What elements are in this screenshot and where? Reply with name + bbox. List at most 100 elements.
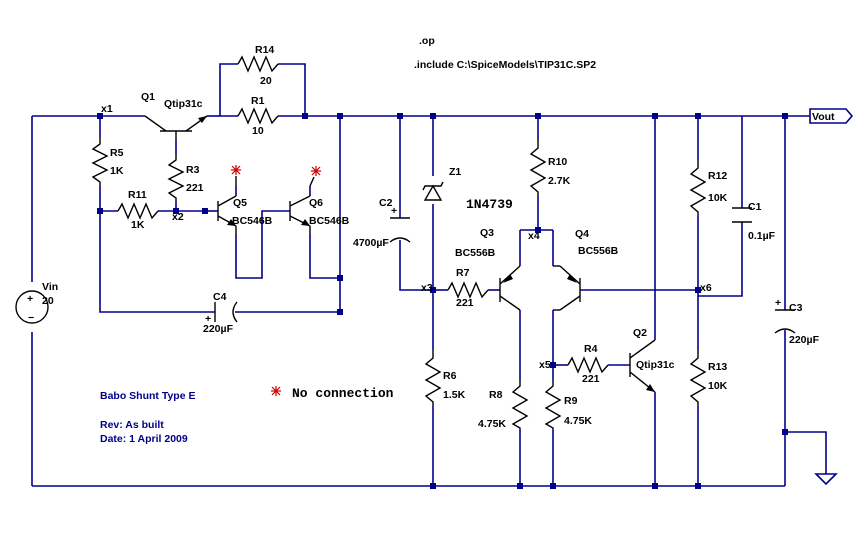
labels: .op .include C:\SpiceModels\TIP31C.SP2 V… [42,35,835,445]
no-connection-legend: No connection [292,386,394,401]
r4-value: 221 [582,373,600,385]
r7-value: 221 [456,297,474,309]
transistor-symbols [144,115,656,393]
capacitor-c2[interactable]: + [389,205,411,243]
junction-x5 [550,362,556,368]
r10-value: 2.7K [548,175,571,187]
resistor-r4[interactable] [567,356,609,374]
capacitor-c4[interactable]: + [205,301,238,325]
c3-name: C3 [789,302,803,314]
q1-name: Q1 [141,91,155,103]
transistor-q1[interactable] [144,115,220,141]
vin-name: Vin [42,281,58,293]
q5-model: BC546B [232,215,273,227]
resistor-r14[interactable] [237,55,279,73]
q6-name: Q6 [309,197,323,209]
node-x2: x2 [172,211,184,223]
zener-diode-z1[interactable] [422,181,444,201]
junction [397,113,403,119]
q2-model: Qtip31c [636,359,675,371]
z1-name: Z1 [449,166,461,178]
q1-model: Qtip31c [164,98,203,110]
note-rev: Rev: As built [100,419,164,431]
node-x6: x6 [700,282,712,294]
r6-name: R6 [443,370,457,382]
r9-name: R9 [564,395,578,407]
r8-name: R8 [489,389,503,401]
resistor-r9[interactable] [544,380,562,430]
svg-text:−: − [28,312,34,324]
junction-dots [97,113,788,489]
resistor-r3[interactable] [167,154,185,202]
junction [782,429,788,435]
capacitor-c3[interactable]: + [774,297,796,334]
resistor-r7[interactable] [447,281,489,299]
capacitor-c1[interactable] [732,207,752,223]
junction [535,113,541,119]
r1-value: 10 [252,125,264,137]
svg-text:+: + [391,205,397,217]
r14-value: 20 [260,75,272,87]
resistor-r1[interactable] [237,107,279,125]
resistor-r5[interactable] [91,138,109,186]
r6-value: 1.5K [443,389,466,401]
r14-name: R14 [255,44,274,56]
q5-name: Q5 [233,197,247,209]
junction [652,113,658,119]
q3-name: Q3 [480,227,494,239]
resistor-r13[interactable] [689,350,707,406]
r8-value: 4.75K [478,418,506,430]
r4-name: R4 [584,343,598,355]
c4-name: C4 [213,291,227,303]
node-x5: x5 [539,359,551,371]
r12-value: 10K [708,192,728,204]
junction-x2 [202,208,208,214]
transistor-q4[interactable] [553,265,581,311]
c2-value: 4700µF [353,237,389,249]
c1-value: 0.1µF [748,230,776,242]
node-x1: x1 [101,103,113,115]
transistor-q3[interactable] [499,265,521,311]
q3-model: BC556B [455,247,496,259]
r5-value: 1K [110,165,124,177]
no-connection-legend-icon [270,385,282,397]
resistor-r11[interactable] [117,202,159,220]
resistor-r12[interactable] [689,160,707,216]
junction [97,208,103,214]
transistor-q5[interactable] [217,195,237,234]
no-connection-icon [310,165,322,177]
no-connection-markers [230,164,322,397]
resistor-r8[interactable] [511,380,529,430]
c2-name: C2 [379,197,393,209]
resistor-r6[interactable] [424,350,442,406]
junction-x1 [97,113,103,119]
no-connection-icon [230,164,242,176]
r1-name: R1 [251,95,265,107]
r13-name: R13 [708,361,727,373]
vout-label: Vout [812,111,835,123]
c4-value: 220µF [203,323,234,335]
junction [337,113,343,119]
junction [173,208,179,214]
q2-name: Q2 [633,327,647,339]
note-date: Date: 1 April 2009 [100,433,188,445]
r5-name: R5 [110,147,124,159]
directive-include: .include C:\SpiceModels\TIP31C.SP2 [414,59,596,71]
r12-name: R12 [708,170,727,182]
vout-port[interactable] [809,108,854,124]
junction [652,483,658,489]
transistor-q2[interactable] [629,339,656,393]
resistor-r10[interactable] [529,140,547,196]
junction [695,483,701,489]
voltage-source-vin[interactable]: + − [15,290,49,324]
q6-model: BC546B [309,215,350,227]
transistor-q6[interactable] [289,195,311,234]
r11-name: R11 [128,189,147,201]
junction [782,113,788,119]
r3-name: R3 [186,164,200,176]
node-x4: x4 [528,230,540,242]
note-title: Babo Shunt Type E [100,390,195,402]
junction [695,113,701,119]
